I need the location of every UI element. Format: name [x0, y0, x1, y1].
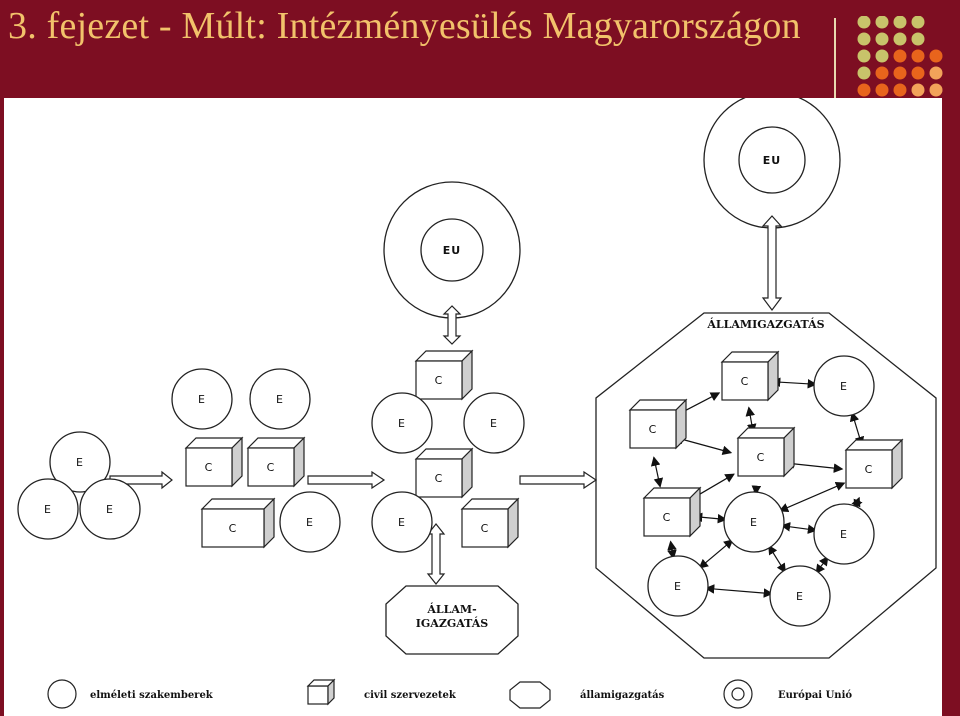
civil-node-s3-2: C — [628, 398, 688, 450]
octagon-label: ÁLLAMIGAZGATÁS — [706, 317, 824, 331]
expert-node-s1-top: E — [49, 431, 111, 493]
title-bar: 3. fejezet - Múlt: Intézményesülés Magya… — [0, 0, 960, 98]
legend-state-symbol — [509, 681, 551, 709]
interaction-link-c1-e1 — [770, 377, 818, 389]
legend-expert-symbol — [47, 679, 77, 709]
svg-text:C: C — [663, 511, 672, 524]
expert-node-s1-right: E — [79, 478, 141, 540]
expert-node-s2-1: E — [371, 392, 433, 454]
expert-node-s2-2: E — [463, 392, 525, 454]
eu-node-stage2: EU — [383, 181, 521, 319]
legend-eu-label: Európai Unió — [778, 690, 852, 701]
svg-text:C: C — [267, 461, 276, 474]
interaction-link-e4-e5 — [704, 584, 774, 598]
svg-text:E: E — [840, 380, 848, 393]
svg-text:E: E — [398, 417, 406, 430]
eu-node-stage3: EU — [703, 98, 841, 229]
svg-text:E: E — [198, 393, 206, 406]
interaction-link-c2-c5 — [650, 456, 664, 488]
legend-eu-symbol — [723, 679, 753, 709]
svg-text:EU: EU — [763, 154, 781, 167]
stage-arrow-3 — [519, 470, 598, 490]
legend-civil-symbol — [306, 678, 336, 706]
civil-node-s15-1: C — [184, 436, 244, 488]
civil-node-s3-3: C — [736, 426, 796, 478]
svg-text:C: C — [649, 423, 658, 436]
state-box-line1: ÁLLAM- — [426, 602, 476, 616]
slide-title: 3. fejezet - Múlt: Intézményesülés Magya… — [8, 5, 801, 47]
legend-state-label: államigazgatás — [580, 690, 665, 701]
expert-node-s3-3: E — [813, 503, 875, 565]
state-link-arrow-stage2 — [426, 523, 446, 585]
svg-text:C: C — [865, 463, 874, 476]
svg-text:C: C — [481, 522, 490, 535]
expert-node-s15-3: E — [279, 491, 341, 553]
state-administration-box — [385, 585, 519, 655]
civil-node-s2-mid: C — [414, 447, 474, 499]
expert-node-s2-3: E — [371, 491, 433, 553]
svg-text:E: E — [76, 456, 84, 469]
expert-node-s3-5: E — [769, 565, 831, 627]
svg-text:C: C — [205, 461, 214, 474]
interaction-link-e2-e3 — [780, 522, 818, 534]
svg-text:E: E — [674, 580, 682, 593]
svg-text:C: C — [741, 375, 750, 388]
interaction-link-c4-e2 — [778, 482, 846, 512]
svg-text:E: E — [276, 393, 284, 406]
expert-node-s15-1: E — [171, 368, 233, 430]
interaction-link-e3-e5 — [815, 555, 829, 575]
interaction-link-e2-e5 — [768, 544, 786, 574]
svg-text:E: E — [306, 516, 314, 529]
eu-link-arrow-stage3 — [761, 215, 783, 311]
civil-node-s3-4: C — [844, 438, 904, 490]
interaction-link-c5-e4 — [667, 540, 677, 560]
diagram-area: ÁLLAMIGAZGATÁS EU EU — [4, 98, 942, 716]
svg-text:C: C — [435, 374, 444, 387]
svg-text:E: E — [106, 503, 114, 516]
expert-node-s3-4: E — [647, 555, 709, 617]
interaction-link-c3-c4 — [784, 459, 844, 473]
civil-node-s3-1: C — [720, 350, 780, 402]
civil-node-s15-3: C — [200, 497, 276, 549]
svg-text:EU: EU — [443, 244, 461, 257]
svg-text:E: E — [840, 528, 848, 541]
eu-link-arrow-stage2 — [442, 305, 462, 345]
stage-arrow-2 — [307, 470, 386, 490]
legend-civil-label: civil szervezetek — [364, 690, 457, 701]
svg-text:C: C — [757, 451, 766, 464]
dot-grid-decoration — [857, 16, 943, 97]
legend: elméleti szakemberek civil szervezetek á… — [47, 678, 852, 709]
svg-text:E: E — [750, 516, 758, 529]
svg-text:C: C — [435, 472, 444, 485]
civil-node-s3-5: C — [642, 486, 702, 538]
svg-text:C: C — [229, 522, 238, 535]
interaction-link-e2-e4 — [698, 539, 734, 569]
civil-node-s2-bot: C — [460, 497, 520, 549]
civil-node-s15-2: C — [246, 436, 306, 488]
svg-text:E: E — [398, 516, 406, 529]
institutionalization-diagram: ÁLLAMIGAZGATÁS EU EU — [17, 98, 937, 709]
title-divider — [834, 18, 836, 98]
svg-text:E: E — [44, 503, 52, 516]
expert-node-s3-1: E — [813, 355, 875, 417]
expert-node-s15-2: E — [249, 368, 311, 430]
svg-text:E: E — [490, 417, 498, 430]
expert-node-s3-2: E — [723, 491, 785, 553]
state-box-line2: IGAZGATÁS — [416, 616, 489, 630]
civil-node-s2-top: C — [414, 349, 474, 401]
expert-node-s1-left: E — [17, 478, 79, 540]
legend-expert-label: elméleti szakemberek — [90, 690, 214, 701]
svg-text:E: E — [796, 590, 804, 603]
